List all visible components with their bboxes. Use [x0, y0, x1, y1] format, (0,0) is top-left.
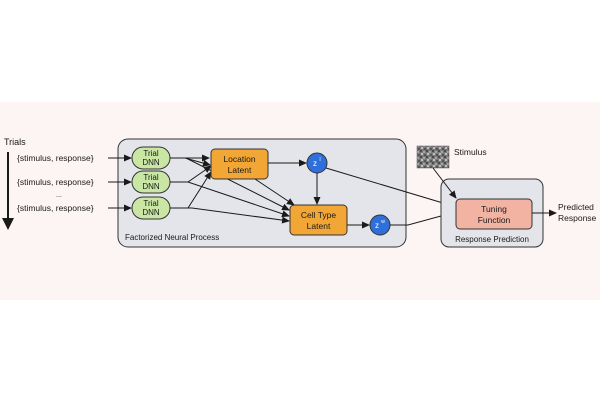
stimulus-edge: [432, 167, 457, 199]
tuning-function-node: Tuning Function: [455, 198, 533, 230]
svg-text:DNN: DNN: [142, 208, 160, 217]
trial-row-1: {stimulus, response}: [17, 153, 94, 163]
predicted-response-line-2: Response: [558, 213, 597, 223]
svg-text:DNN: DNN: [142, 182, 160, 191]
svg-text:z: z: [375, 221, 379, 230]
svg-text:Function: Function: [478, 215, 511, 225]
dnn-edges: [170, 154, 290, 224]
svg-text:Latent: Latent: [228, 165, 252, 175]
svg-text:Trial: Trial: [143, 149, 158, 158]
response-label: Response Prediction: [455, 235, 529, 244]
cell-type-latent-node: Cell Type Latent: [289, 204, 348, 236]
trial-ellipsis: ...: [56, 192, 62, 199]
svg-text:Latent: Latent: [307, 221, 331, 231]
svg-text:Trial: Trial: [143, 173, 158, 182]
svg-text:Location: Location: [223, 154, 255, 164]
trial-row-2: {stimulus, response}: [17, 177, 94, 187]
svg-text:l: l: [319, 157, 320, 163]
svg-text:w: w: [381, 219, 385, 225]
trial-dnn-node-2: Trial DNN: [131, 170, 171, 194]
location-latent-node: Location Latent: [210, 148, 269, 180]
predicted-response-line-1: Predicted: [558, 202, 594, 212]
fnp-label: Factorized Neural Process: [125, 233, 219, 242]
latent-edges: [254, 159, 454, 229]
z-w-node: z w: [369, 214, 391, 236]
trial-dnn-node-3: Trial DNN: [131, 196, 171, 220]
svg-text:z: z: [313, 159, 317, 168]
trial-dnn-node-1: Trial DNN: [131, 146, 171, 170]
stimulus-image: [416, 145, 450, 169]
trials-title: Trials: [4, 137, 26, 147]
svg-text:Cell Type: Cell Type: [301, 210, 337, 220]
stimulus-label: Stimulus: [454, 147, 487, 157]
svg-text:DNN: DNN: [142, 158, 160, 167]
z-l-node: z l: [306, 152, 328, 174]
trial-row-3: {stimulus, response}: [17, 203, 94, 213]
svg-text:Tuning: Tuning: [481, 204, 507, 214]
svg-text:Trial: Trial: [143, 199, 158, 208]
